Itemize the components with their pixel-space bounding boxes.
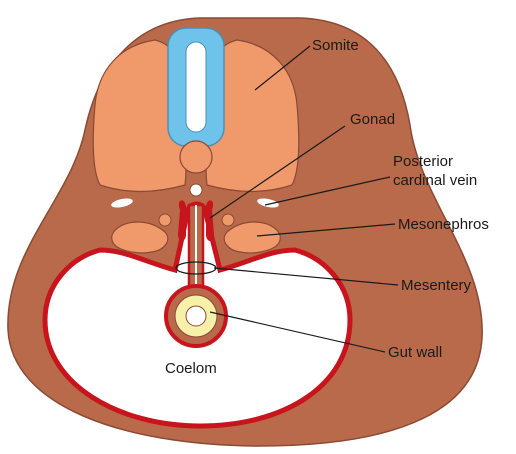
label-somite: Somite	[312, 37, 359, 54]
label-gonad: Gonad	[350, 111, 395, 128]
label-coelom: Coelom	[165, 360, 217, 377]
mesonephric-duct-right	[222, 214, 234, 226]
label-posterior-cardinal-vein-line1: Posterior	[393, 153, 453, 170]
label-mesonephros: Mesonephros	[398, 216, 489, 233]
label-gut-wall: Gut wall	[388, 344, 442, 361]
label-mesentery: Mesentery	[401, 277, 472, 294]
dorsal-aorta	[190, 184, 202, 196]
neural-canal	[186, 42, 206, 132]
gonad-right	[206, 200, 214, 241]
gonad-left	[178, 200, 186, 241]
gut-lumen	[186, 306, 206, 326]
mesonephric-duct-left	[159, 214, 171, 226]
notochord	[180, 141, 212, 173]
label-posterior-cardinal-vein-line2: cardinal vein	[393, 172, 477, 189]
